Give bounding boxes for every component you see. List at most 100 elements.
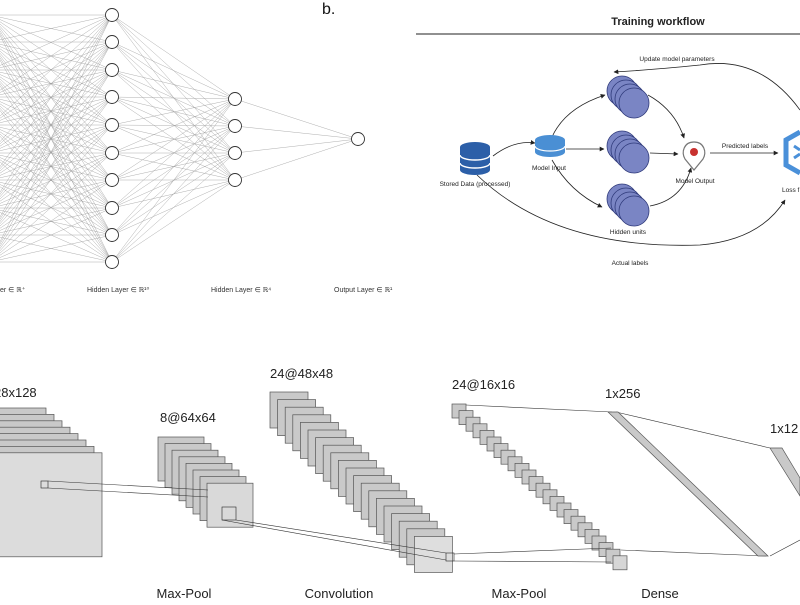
mlp-connection xyxy=(111,98,236,236)
arrow-update-parameters xyxy=(613,63,800,111)
mlp-neuron xyxy=(105,90,119,104)
mlp-connection xyxy=(0,152,113,229)
pool1-feature-stack xyxy=(157,436,254,528)
feature-map xyxy=(0,452,103,558)
mlp-connection xyxy=(0,14,113,218)
dim-label-output: 1x12 xyxy=(770,421,798,436)
mlp-connection xyxy=(111,98,236,263)
mlp-connection xyxy=(111,124,236,181)
mlp-connection xyxy=(0,41,113,245)
mlp-connection xyxy=(111,41,236,127)
mlp-connection xyxy=(111,125,236,181)
stored-data-label: Stored Data (processed) xyxy=(440,181,511,188)
loss-function-icon xyxy=(783,129,800,176)
mlp-neurons xyxy=(105,8,365,269)
mlp-connection xyxy=(0,179,113,256)
mlp-connection xyxy=(0,69,113,222)
mlp-neuron xyxy=(228,119,242,133)
hidden-unit xyxy=(618,87,650,119)
arrow-input-to-hidden-bottom xyxy=(551,159,603,208)
mlp-connection xyxy=(0,99,113,126)
mlp-connection xyxy=(0,69,113,197)
mlp-connection xyxy=(111,41,236,100)
arrow-data-to-input xyxy=(492,140,536,157)
mlp-connection xyxy=(0,14,113,117)
mlp-connection xyxy=(111,41,236,181)
mlp-connection xyxy=(0,41,113,169)
cnn-architecture: 28x128 8@64x64 24@48x48 24@16x16 1x256 1… xyxy=(0,366,800,601)
feature-map xyxy=(612,555,628,571)
hidden-units-label: Hidden units xyxy=(610,229,647,236)
mlp-neuron xyxy=(105,255,119,269)
mlp-connection xyxy=(111,96,236,127)
loss-label: Loss f xyxy=(782,187,800,194)
mlp-connection xyxy=(111,96,236,181)
hidden-unit-stack xyxy=(606,183,650,227)
mlp-connection xyxy=(0,83,113,236)
hidden-unit xyxy=(618,195,650,227)
mlp-connection xyxy=(0,19,113,71)
mlp-neuron xyxy=(105,8,119,22)
mlp-connection xyxy=(0,34,113,263)
hidden-unit xyxy=(618,142,650,174)
mlp-connection xyxy=(111,69,236,100)
mlp-neuron xyxy=(105,118,119,132)
mlp-hidden-layer-2-label: Hidden Layer ∈ ℝ⁴ xyxy=(211,287,271,294)
workflow-title: Training workflow xyxy=(611,16,705,28)
mlp-connection xyxy=(0,14,113,243)
mlp-connection xyxy=(0,96,113,123)
training-workflow: b. Training workflow Stored Data (proces… xyxy=(322,1,800,267)
mlp-connection xyxy=(111,98,236,181)
panel-b-letter: b. xyxy=(322,1,335,18)
mlp-connection xyxy=(0,14,113,66)
arrow-hidden-bottom-to-output xyxy=(649,167,693,207)
hidden-unit-stacks xyxy=(606,75,650,227)
conv-feature-stack xyxy=(269,391,453,573)
mlp-connection xyxy=(111,98,236,126)
dim-label-dense: 1x256 xyxy=(605,386,640,401)
model-output-pin-icon xyxy=(682,141,706,171)
mlp-input-layer-label: er ∈ ℝ⁺ xyxy=(0,286,26,294)
arrow-input-to-hidden-top xyxy=(551,94,606,138)
op-label-max-pool-1: Max-Pool xyxy=(157,586,212,600)
mlp-connection xyxy=(0,44,113,71)
mlp-connection xyxy=(111,125,236,263)
mlp-connection xyxy=(0,14,113,142)
mlp-connection xyxy=(0,14,113,193)
op-label-dense: Dense xyxy=(641,586,679,600)
mlp-connection xyxy=(111,179,236,263)
mlp-neuron xyxy=(228,173,242,187)
mlp-connection xyxy=(0,152,113,204)
mlp-connection xyxy=(0,14,113,167)
mlp-neuron xyxy=(228,92,242,106)
op-label-convolution: Convolution xyxy=(305,586,374,600)
dense-layer-1x256 xyxy=(607,411,769,557)
mlp-neuron xyxy=(105,201,119,215)
model-input-icon xyxy=(534,135,566,157)
mlp-connection xyxy=(111,14,236,100)
dim-label-input: 28x128 xyxy=(0,385,37,400)
mlp-connection xyxy=(0,234,113,260)
predicted-labels-text: Predicted labels xyxy=(722,143,769,150)
mlp-connection xyxy=(0,30,113,209)
op-label-max-pool-2: Max-Pool xyxy=(492,586,547,600)
mlp-connection xyxy=(234,138,359,181)
mlp-hidden-layer-1-label: Hidden Layer ∈ ℝ¹⁰ xyxy=(87,286,150,294)
mlp-connection xyxy=(0,124,113,202)
mlp-connection xyxy=(0,26,113,154)
mlp-connection xyxy=(0,96,113,249)
mlp-connection xyxy=(0,41,113,220)
arrow-hidden-top-to-output xyxy=(647,94,685,139)
mlp-neuron xyxy=(351,132,365,146)
feature-map xyxy=(414,536,453,573)
mlp-neuron xyxy=(105,173,119,187)
mlp-connection xyxy=(0,152,113,254)
mlp-connection xyxy=(0,207,113,258)
input-feature-stack xyxy=(0,407,103,558)
update-parameters-text: Update model parameters xyxy=(639,56,715,63)
mlp-connection xyxy=(0,179,113,206)
mlp-neuron xyxy=(105,228,119,242)
arrow-actual-labels xyxy=(476,174,786,246)
